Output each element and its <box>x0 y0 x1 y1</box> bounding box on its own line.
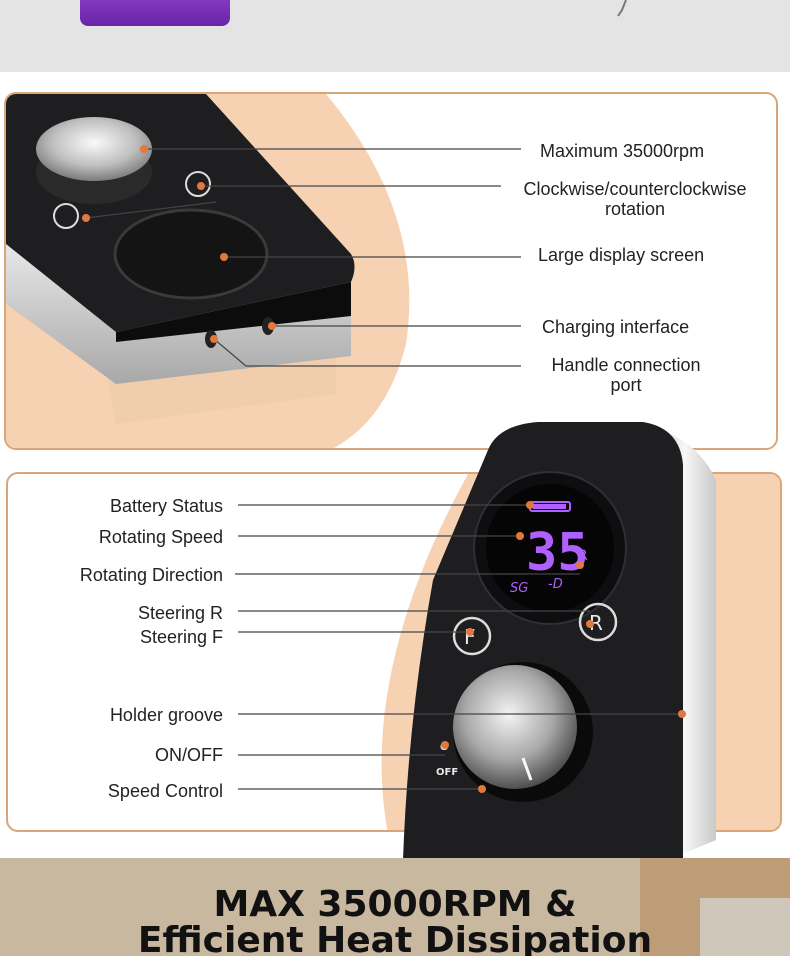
headline-line-2: Efficient Heat Dissipation <box>137 920 653 956</box>
steering-r-button[interactable] <box>578 602 618 642</box>
steering-f-button[interactable] <box>452 616 492 656</box>
label-speed-control: Speed Control <box>107 781 223 801</box>
label-steering-f: Steering F <box>139 627 223 647</box>
display-speed-readout: 35 <box>526 523 589 583</box>
label-rotation: Clockwise/counterclockwise rotation <box>523 179 747 219</box>
label-max-rpm: Maximum 35000rpm <box>540 141 705 161</box>
label-display-screen: Large display screen <box>538 245 705 265</box>
label-rotating-direction: Rotating Direction <box>79 565 223 585</box>
drill-bit-icon <box>617 0 627 17</box>
device-top-illustration <box>6 94 521 448</box>
svg-text:OFF: OFF <box>436 767 458 778</box>
label-steering-r: Steering R <box>137 603 223 623</box>
speed-control-knob[interactable] <box>453 665 577 789</box>
purple-case-image <box>80 0 230 26</box>
bottom-banner: MAX 35000RPM & Efficient Heat Dissipatio… <box>0 858 790 956</box>
steering-f-glyph: F <box>464 625 476 649</box>
label-on-off: ON/OFF <box>155 745 223 765</box>
label-battery-status: Battery Status <box>109 496 223 516</box>
svg-text:O: O <box>440 742 449 753</box>
device-front-illustration: 35 R SG -D F R O OFF <box>403 422 716 860</box>
label-rotating-speed: Rotating Speed <box>98 527 223 547</box>
display-mode-d: -D <box>548 577 563 592</box>
display-direction-r: R <box>578 548 588 564</box>
steering-r-glyph: R <box>589 611 603 635</box>
feature-panel-top: Maximum 35000rpm Clockwise/counterclockw… <box>4 92 778 450</box>
label-handle-port: Handle connection port <box>551 355 701 395</box>
label-charging-interface: Charging interface <box>542 317 690 337</box>
headline-line-1: MAX 35000RPM & <box>213 884 577 925</box>
display-mode-sg: SG <box>510 581 528 596</box>
top-product-strip <box>0 0 790 72</box>
label-holder-groove: Holder groove <box>109 705 223 725</box>
